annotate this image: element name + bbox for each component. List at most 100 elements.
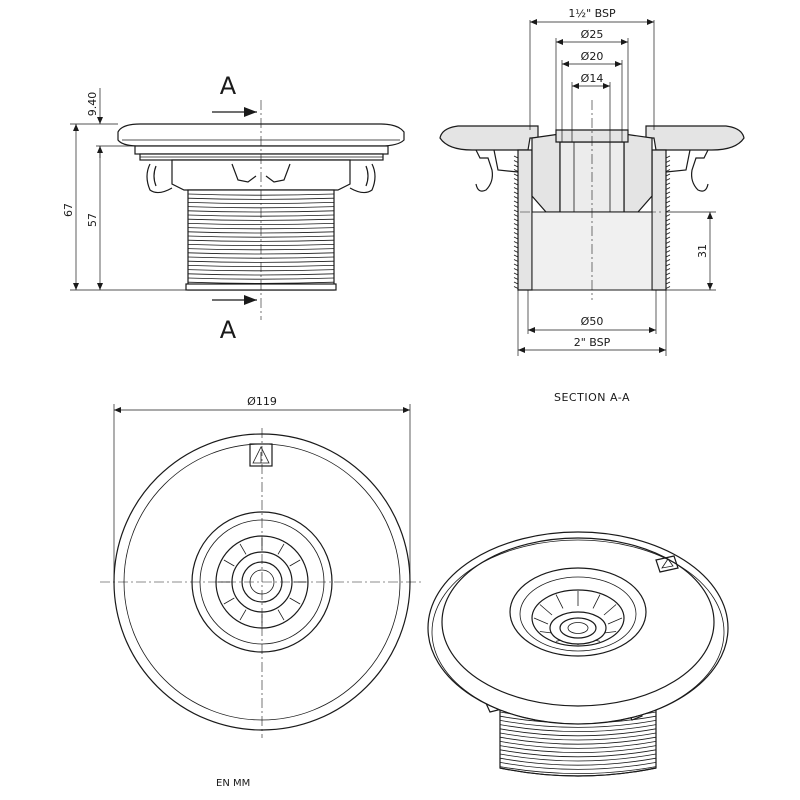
thread-tick (513, 205, 519, 208)
thread-tick (665, 160, 671, 163)
rib-line (223, 559, 235, 567)
thread-line (499, 732, 657, 741)
dim-total-height: 67 (62, 203, 75, 217)
rib-line (603, 631, 617, 634)
thread-tick (665, 187, 671, 190)
thread-tick (513, 281, 519, 285)
thread-tick (513, 232, 519, 235)
thread-tick (665, 164, 671, 168)
thread-tick (513, 191, 519, 195)
thread-tick (513, 277, 519, 280)
section-mark-bottom: A (220, 316, 237, 344)
thread-tick (513, 245, 519, 249)
units-note: EN MM (216, 778, 250, 789)
thread-tick (665, 173, 671, 177)
thread-tick (665, 259, 671, 262)
thread-tick (513, 155, 519, 159)
front-view: A A 67 57 9.40 (62, 72, 405, 344)
thread-tick (513, 187, 519, 190)
thread-tick (513, 223, 519, 226)
thread-tick (665, 263, 671, 267)
thread-line (499, 753, 657, 762)
thread-tick (665, 214, 671, 217)
thread-tick (665, 227, 671, 231)
thread-line (499, 728, 657, 737)
dim-outlet-thread: 2" BSP (574, 336, 611, 349)
thread-line (499, 741, 657, 749)
thread-tick (513, 263, 519, 267)
rib-line (239, 609, 247, 621)
thread-line (187, 206, 335, 209)
thread-line (187, 223, 335, 225)
dim-depth: 31 (696, 244, 709, 258)
thread-tick (513, 209, 519, 213)
thread-tick (513, 196, 519, 199)
thread-line (187, 235, 335, 238)
dim-diameter-25: Ø25 (581, 28, 604, 41)
logo-badge-icon (655, 555, 679, 573)
thread-tick (665, 268, 671, 271)
thread-tick (513, 250, 519, 253)
rib-line (223, 597, 235, 605)
thread-line (499, 724, 657, 732)
thread-tick (513, 160, 519, 163)
thread-tick (665, 205, 671, 208)
thread-tick (513, 268, 519, 271)
rib-line (533, 617, 549, 625)
rib-line (277, 543, 285, 555)
thread-line (187, 218, 335, 221)
thread-tick (513, 218, 519, 222)
isometric-view (427, 531, 729, 777)
thread-tick (665, 196, 671, 199)
rib-line (539, 604, 553, 616)
dim-diameter-50: Ø50 (581, 315, 604, 328)
thread-tick (513, 182, 519, 186)
dim-diameter-14: Ø14 (581, 72, 604, 85)
thread-tick (665, 250, 671, 253)
thread-tick (513, 227, 519, 231)
rib-line (539, 631, 553, 634)
thread-line (499, 757, 657, 766)
thread-tick (513, 272, 519, 276)
rib-line (592, 594, 601, 609)
section-view: 1½" BSP Ø25 Ø20 Ø14 Ø50 2" BSP 31 SECTIO… (439, 7, 745, 404)
rib-line (607, 617, 623, 625)
thread-tick (665, 169, 671, 172)
thread-tick (665, 200, 671, 204)
thread-line (187, 273, 335, 276)
section-mark-top: A (220, 72, 237, 100)
thread-tick (665, 178, 671, 181)
thread-tick (665, 182, 671, 186)
dim-inlet-thread: 1½" BSP (568, 7, 616, 20)
thread-tick (513, 254, 519, 258)
thread-tick (665, 286, 671, 289)
rib-line (289, 559, 301, 567)
thread-line (499, 749, 657, 758)
thread-line (499, 745, 657, 753)
thread-tick (665, 281, 671, 285)
thread-tick (513, 214, 519, 217)
thread-tick (513, 286, 519, 289)
rib-line (277, 609, 285, 621)
dim-overall-diameter: Ø119 (247, 395, 277, 408)
thread-tick (513, 259, 519, 262)
thread-tick (665, 155, 671, 159)
thread-line (499, 762, 657, 770)
dim-diameter-20: Ø20 (581, 50, 604, 63)
thread-tick (665, 236, 671, 240)
thread-line (499, 736, 657, 745)
logo-badge-icon (249, 443, 273, 467)
rib-line (603, 604, 617, 616)
thread-tick (665, 241, 671, 244)
rib-line (555, 594, 564, 609)
thread-line (187, 277, 335, 280)
thread-tick (665, 218, 671, 222)
top-view: Ø119 (100, 395, 424, 738)
thread-tick (665, 245, 671, 249)
thread-tick (513, 169, 519, 172)
thread-line (499, 766, 657, 774)
thread-tick (665, 277, 671, 280)
dim-flange-thickness: 9.40 (86, 92, 99, 117)
thread-tick (665, 272, 671, 276)
